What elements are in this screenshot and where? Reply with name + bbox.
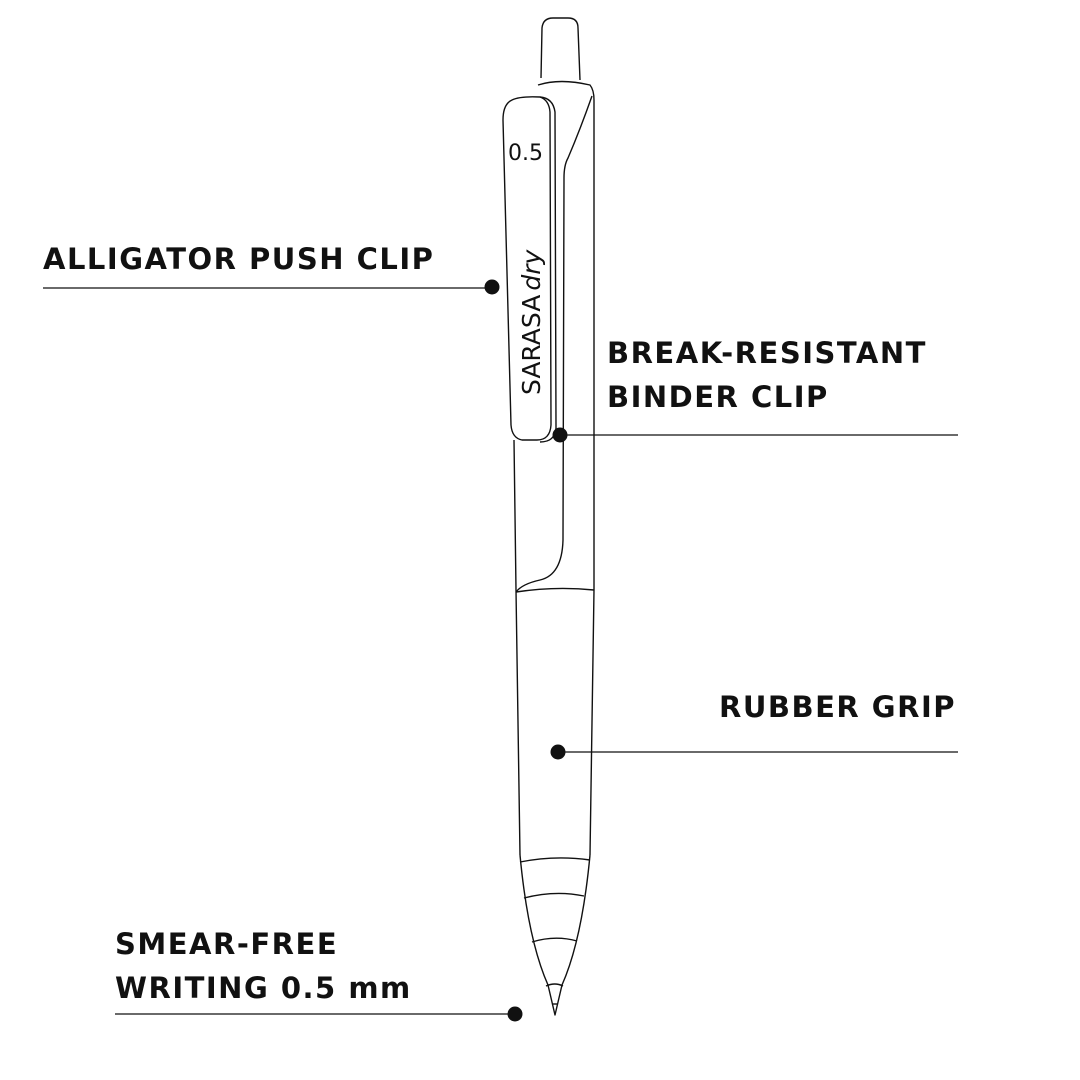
callout-text: RUBBER GRIP [718, 690, 956, 724]
tip-band-2 [523, 892, 585, 899]
callout-text: BREAK-RESISTANT [607, 336, 927, 370]
callout-text: WRITING 0.5 mm [115, 971, 412, 1005]
grip-top-edge [515, 587, 595, 593]
pen-barrel-ridge [515, 95, 593, 593]
callout-break-resistant-binder-clip: BREAK-RESISTANT BINDER CLIP [607, 331, 927, 419]
callout-alligator-push-clip: ALLIGATOR PUSH CLIP [43, 237, 434, 281]
callout-text: ALLIGATOR PUSH CLIP [43, 242, 435, 276]
pen-push-button [540, 17, 581, 81]
callout-text: BINDER CLIP [607, 380, 829, 414]
alligator-clip-edge [539, 96, 557, 443]
clip-size-text: 0.5 [508, 141, 543, 166]
pen-barrel [513, 80, 595, 856]
callout-smear-free-writing: SMEAR-FREE WRITING 0.5 mm [115, 922, 412, 1010]
tip-band-3 [531, 937, 578, 943]
callout-rubber-grip: RUBBER GRIP [719, 685, 956, 729]
callout-dot [552, 427, 568, 443]
alligator-clip [502, 96, 552, 441]
pen-tip-cone [519, 854, 591, 1016]
callout-dot [507, 1006, 523, 1022]
tip-band-4 [545, 983, 564, 987]
callout-dot [484, 279, 500, 295]
tip-band-1 [519, 857, 591, 863]
clip-brand-text: SARASAdry [517, 249, 546, 395]
callout-text: SMEAR-FREE [115, 927, 339, 961]
callout-dot [550, 744, 566, 760]
